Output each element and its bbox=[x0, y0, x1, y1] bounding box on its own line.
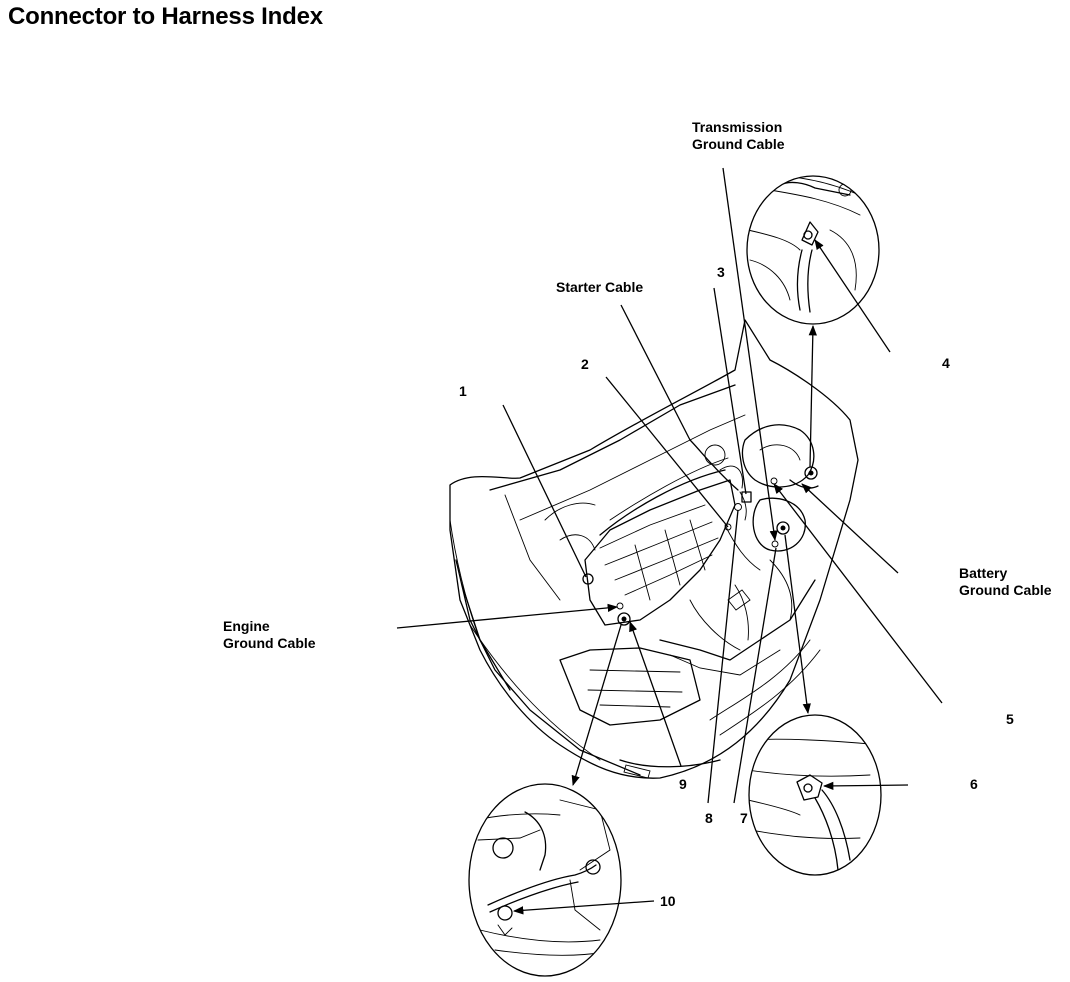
callout-8: 8 bbox=[705, 810, 713, 826]
callout-6: 6 bbox=[970, 776, 978, 792]
detail-circle-transmission-ground bbox=[746, 175, 880, 325]
label-transmission-ground-cable-line1: Transmission bbox=[692, 119, 782, 135]
detail-circle-engine-ground bbox=[468, 783, 622, 977]
label-engine-ground-cable-line1: Engine bbox=[223, 618, 270, 634]
page-title: Connector to Harness Index bbox=[8, 3, 323, 30]
label-engine-ground-cable-line2: Ground Cable bbox=[223, 635, 316, 651]
engine-bay-illustration bbox=[449, 319, 859, 779]
leader-lines bbox=[396, 167, 943, 915]
label-transmission-ground-cable-line2: Ground Cable bbox=[692, 136, 785, 152]
label-battery-ground-cable-line1: Battery bbox=[959, 565, 1007, 581]
label-battery-ground-cable-line2: Ground Cable bbox=[959, 582, 1052, 598]
callout-2: 2 bbox=[581, 356, 589, 372]
callout-5: 5 bbox=[1006, 711, 1014, 727]
callout-4: 4 bbox=[942, 355, 950, 371]
diagram-labels: Transmission Ground Cable Starter Cable … bbox=[223, 119, 1052, 909]
callout-7: 7 bbox=[740, 810, 748, 826]
callout-10: 10 bbox=[660, 893, 676, 909]
callout-9: 9 bbox=[679, 776, 687, 792]
callout-3: 3 bbox=[717, 264, 725, 280]
detail-circle-body-ground bbox=[748, 714, 882, 876]
label-starter-cable: Starter Cable bbox=[556, 279, 643, 295]
callout-1: 1 bbox=[459, 383, 467, 399]
